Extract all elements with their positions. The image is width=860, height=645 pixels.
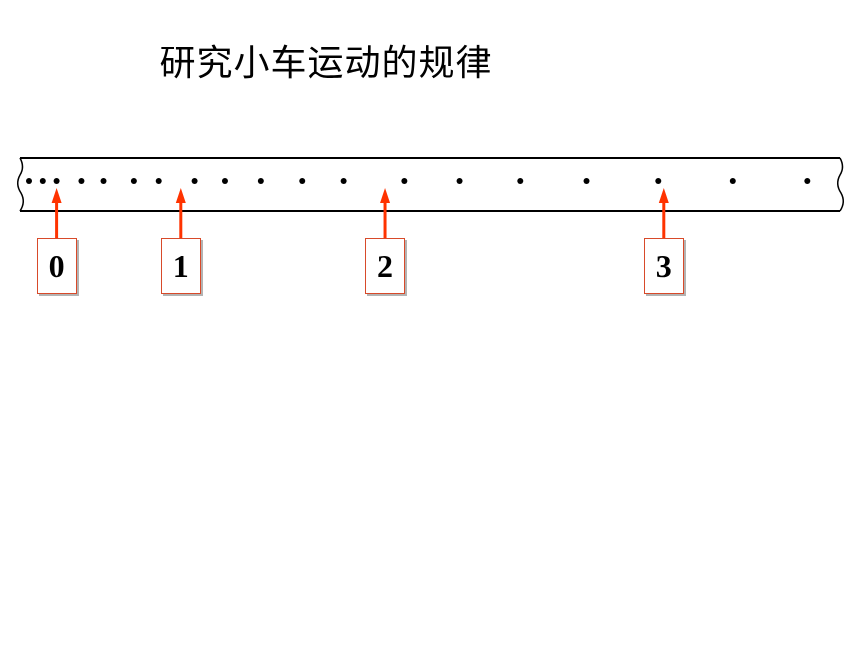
counting-arrow — [51, 188, 62, 238]
counting-mark-label-1: 1 — [160, 238, 201, 294]
page-title: 研究小车运动的规律 — [159, 43, 493, 84]
tick-dot — [456, 178, 463, 184]
tick-dot — [257, 178, 264, 184]
tick-dots — [26, 178, 811, 184]
tape-left-torn-edge — [17, 157, 24, 212]
tick-dot — [155, 178, 162, 184]
arrow-head — [658, 188, 669, 203]
tick-dot — [78, 178, 85, 184]
counting-mark-label-3: 3 — [643, 238, 684, 294]
arrow-head — [380, 188, 391, 203]
tick-dot — [583, 178, 590, 184]
tick-dot — [191, 178, 198, 184]
tick-dot — [655, 178, 662, 184]
tape-right-torn-edge — [837, 157, 844, 212]
paper-tape — [17, 157, 844, 212]
counting-arrow — [175, 188, 186, 238]
counting-mark-label-2: 2 — [365, 238, 406, 294]
arrow-head — [175, 188, 186, 203]
tick-dot — [517, 178, 524, 184]
tick-dot — [401, 178, 408, 184]
tick-dot — [26, 178, 32, 184]
counting-mark-label-0: 0 — [36, 238, 77, 294]
counting-arrows — [51, 188, 669, 238]
tick-dot — [130, 178, 137, 184]
counting-arrow — [658, 188, 669, 238]
tick-dot — [53, 178, 60, 184]
arrow-head — [51, 188, 62, 203]
tick-dot — [100, 178, 107, 184]
tick-dot — [729, 178, 736, 184]
tick-dot — [299, 178, 306, 184]
tick-dot — [804, 178, 811, 184]
tick-dot — [340, 178, 347, 184]
tick-dot — [39, 178, 46, 184]
counting-arrow — [380, 188, 391, 238]
tick-dot — [221, 178, 228, 184]
